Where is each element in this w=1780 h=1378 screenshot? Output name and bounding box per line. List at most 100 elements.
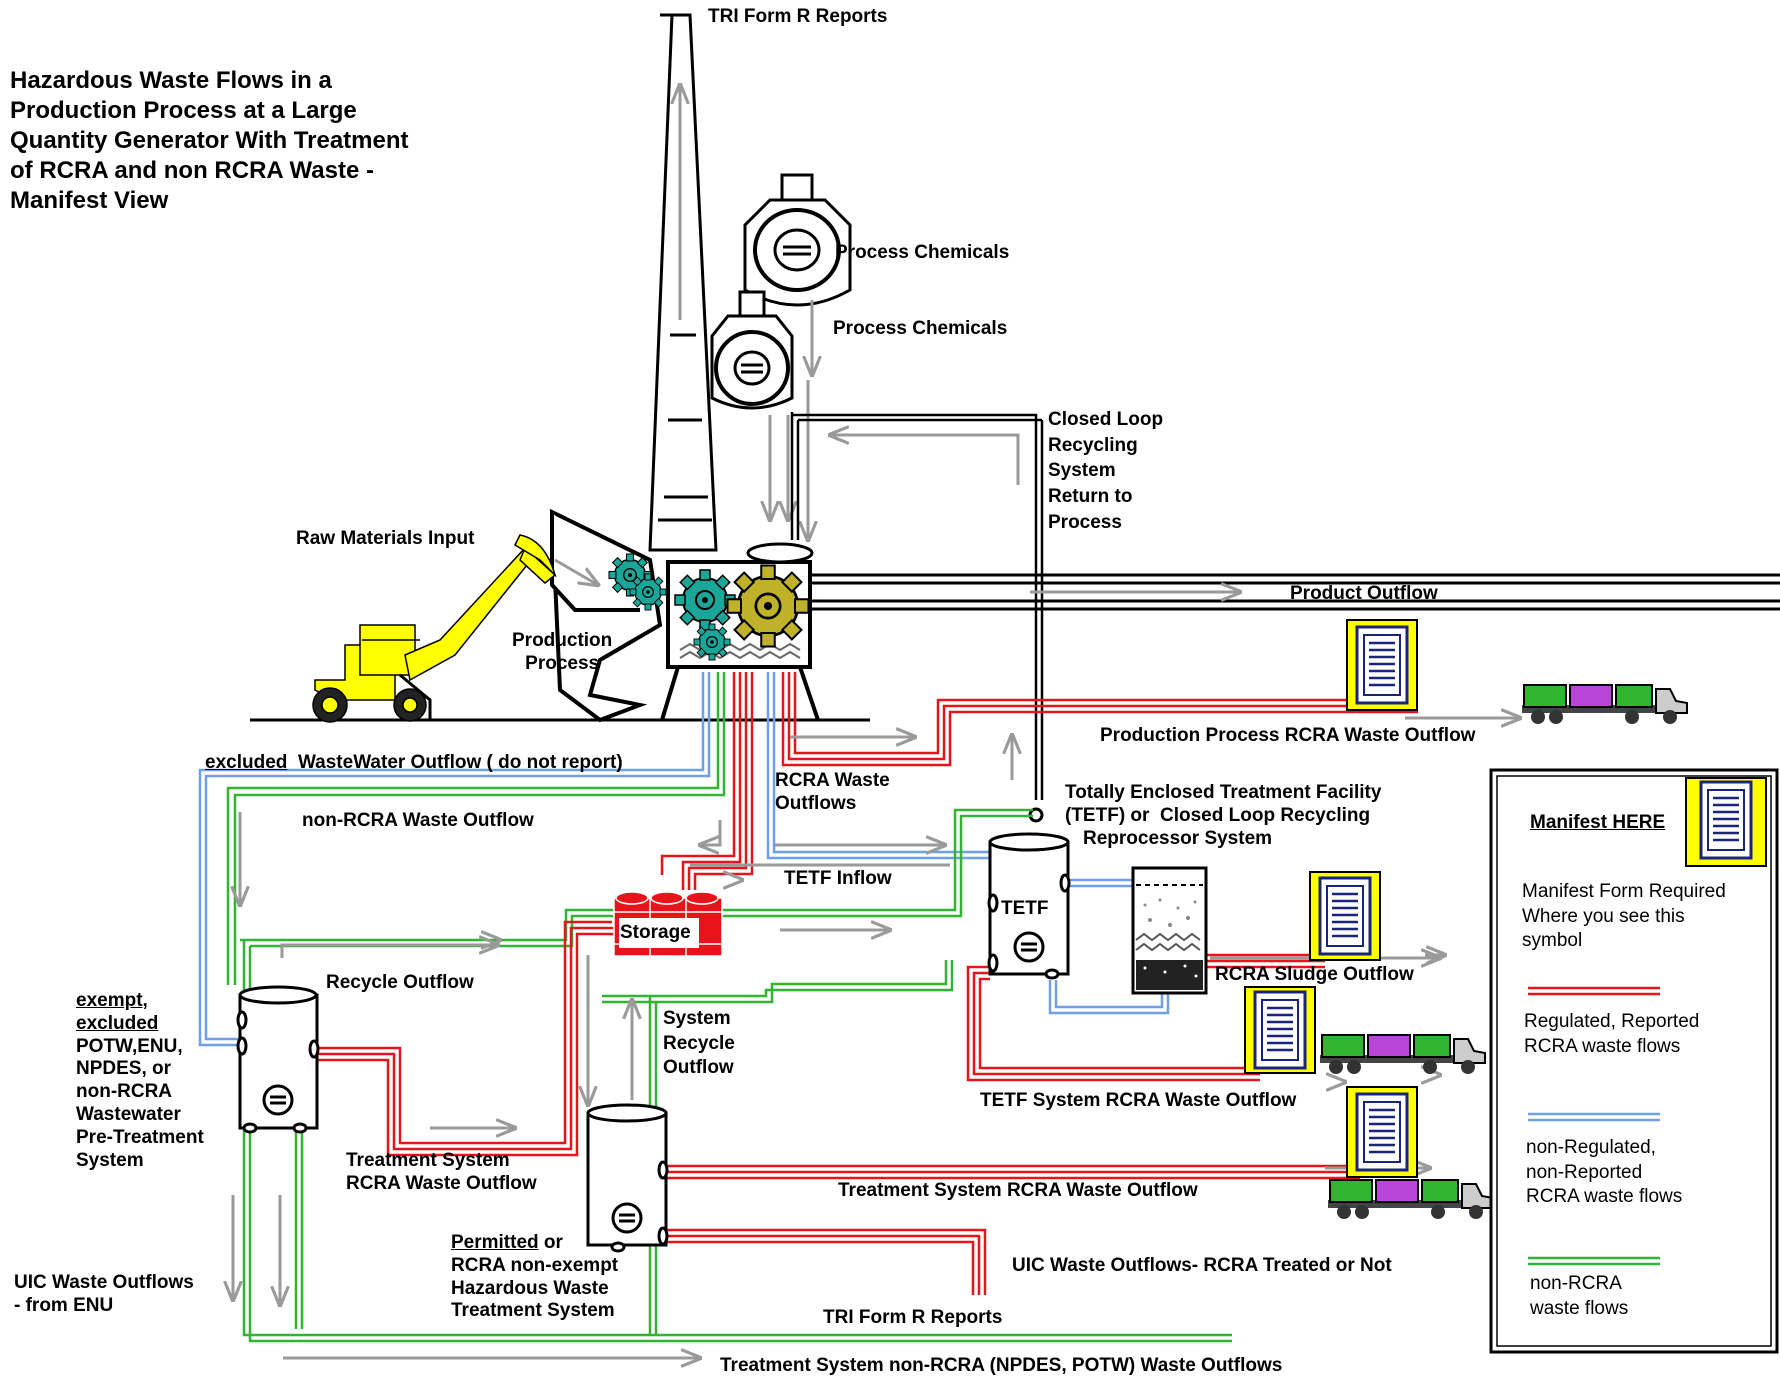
production-process-label: Production Process (512, 630, 612, 676)
waste-truck-production (1521, 684, 1688, 725)
legend-box (1489, 768, 1779, 1354)
exempt-tag: exempt, (76, 990, 148, 1011)
recycle-outflow-label: Recycle Outflow (326, 972, 474, 993)
label-line: Regulated, Reported (1524, 1011, 1700, 1032)
system-recycle-outflow-label: System Recycle Outflow (663, 1007, 735, 1081)
npdes-outflows-label: Treatment System non-RCRA (NPDES, POTW) … (720, 1355, 1283, 1376)
sludge-clarifier (1131, 866, 1208, 995)
excluded-tag: excluded (76, 1012, 159, 1034)
production-machine (608, 542, 820, 721)
tetf-inflow-label: TETF Inflow (784, 868, 892, 889)
label-line: UIC Waste Outflows (14, 1272, 194, 1293)
legend-blue-text: non-Regulated, non-Reported RCRA waste f… (1526, 1136, 1682, 1210)
label-line: POTW,ENU, (76, 1035, 183, 1057)
rcra-waste-outflows-label: RCRA Waste Outflows (775, 770, 890, 816)
tetf-label: TETF (1001, 898, 1049, 919)
page-title: Hazardous Waste Flows in a Production Pr… (10, 66, 409, 216)
product-outflow-pipe (808, 573, 1780, 611)
label-line: System (76, 1149, 144, 1171)
title-line: Manifest View (10, 187, 169, 214)
hw-treatment-label: Permitted or RCRA non-exempt Hazardous W… (451, 1232, 618, 1323)
legend-manifest-note: Manifest Form Required Where you see thi… (1522, 880, 1726, 954)
production-rcra-outflow-label: Production Process RCRA Waste Outflow (1100, 725, 1476, 746)
label-line: System (1048, 460, 1116, 482)
label-line: Treatment System (346, 1150, 510, 1171)
excluded-tag: excluded (205, 752, 288, 773)
permitted-tag: Permitted (451, 1232, 539, 1253)
pretreatment-vessel (236, 985, 320, 1134)
raw-materials-label: Raw Materials Input (296, 528, 475, 549)
rcra-sludge-outflow-label: RCRA Sludge Outflow (1215, 964, 1414, 985)
label-line: Closed Loop (1048, 409, 1164, 430)
tetf-vessel (987, 832, 1071, 980)
pretreatment-label: exempt, excluded POTW,ENU, NPDES, or non… (76, 990, 204, 1172)
label-line: Manifest Form Required (1522, 881, 1726, 902)
label-line: Production (512, 630, 613, 651)
red-flows (312, 672, 1418, 1295)
label-line: System (663, 1008, 731, 1029)
treatment-rcra-outflow-right-label: Treatment System RCRA Waste Outflow (838, 1180, 1198, 1201)
process-chemicals-label-1: Process Chemicals (835, 242, 1010, 263)
tri-report-top-label: TRI Form R Reports (708, 6, 888, 27)
label-line: RCRA Waste Outflow (346, 1172, 537, 1194)
tri-report-bottom-label: TRI Form R Reports (823, 1307, 1003, 1328)
label-line: Recycling (1048, 434, 1138, 456)
title-line: Production Process at a Large (10, 97, 357, 124)
label-line: Wastewater (76, 1103, 181, 1125)
label-line: RCRA waste flows (1524, 1035, 1681, 1057)
title-line: of RCRA and non RCRA Waste - (10, 157, 374, 184)
label-line: RCRA waste flows (1526, 1186, 1683, 1208)
manifest-symbol-sludge (1309, 871, 1381, 961)
non-rcra-outflow-label: non-RCRA Waste Outflow (302, 810, 534, 831)
label-line: (TETF) or (1065, 804, 1150, 826)
label-line: Recycle (663, 1032, 735, 1054)
uic-rcra-label: UIC Waste Outflows- RCRA Treated or Not (1012, 1255, 1392, 1276)
label-line: Closed Loop Recycling (1160, 804, 1371, 826)
waste-truck-tetf (1319, 1034, 1486, 1075)
label-line: Totally Enclosed Treatment Facility (1065, 782, 1382, 803)
label-line: Outflows (775, 792, 857, 814)
tetf-title-label: Totally Enclosed Treatment Facility (TET… (1065, 782, 1381, 850)
wastewater-outflow-text: WasteWater Outflow ( do not report) (297, 752, 623, 773)
manifest-symbol-tetf-system (1244, 986, 1316, 1074)
manifest-symbol-production (1346, 619, 1418, 711)
label-line: non-RCRA (1530, 1273, 1622, 1294)
process-chemicals-label-2: Process Chemicals (833, 318, 1008, 339)
label-line: Pre-Treatment (76, 1126, 204, 1148)
label-line: RCRA non-exempt (451, 1254, 619, 1276)
hw-treatment-vessel (586, 1103, 669, 1253)
label-line: Return to (1048, 485, 1133, 507)
legend-green-text: non-RCRA waste flows (1530, 1272, 1628, 1321)
label-line: Process (525, 652, 600, 674)
smokestack (648, 13, 718, 552)
product-outflow-label: Product Outflow (1290, 583, 1438, 604)
wastewater-outflow-label: excluded WasteWater Outflow ( do not rep… (205, 752, 623, 775)
label-line: or (538, 1232, 563, 1253)
label-line: - from ENU (14, 1294, 114, 1316)
label-line: symbol (1522, 930, 1583, 952)
label-line: Reprocessor System (1083, 827, 1273, 849)
treatment-rcra-outflow-left-label: Treatment System RCRA Waste Outflow (346, 1150, 537, 1196)
waste-truck-treatment (1327, 1179, 1494, 1220)
label-line: non-Regulated, (1526, 1137, 1656, 1158)
manifest-symbol-treatment (1346, 1086, 1418, 1178)
label-line: Treatment System (451, 1300, 615, 1322)
legend-red-text: Regulated, Reported RCRA waste flows (1524, 1010, 1699, 1059)
label-line: non-Reported (1526, 1161, 1643, 1183)
label-line: Where you see this (1522, 905, 1685, 927)
chemical-tank-lower (710, 290, 794, 410)
label-line: non-RCRA (76, 1081, 173, 1103)
label-line: Hazardous Waste (451, 1277, 609, 1299)
uic-enu-label: UIC Waste Outflows - from ENU (14, 1272, 194, 1318)
tetf-system-rcra-outflow-label: TETF System RCRA Waste Outflow (980, 1090, 1297, 1111)
label-line: Outflow (663, 1057, 734, 1079)
blue-flows (198, 672, 1170, 1047)
closed-loop-pipe (790, 412, 1044, 800)
title-line: Quantity Generator With Treatment (10, 127, 409, 154)
chemical-tank-upper (743, 173, 852, 307)
excavator (312, 534, 557, 723)
closed-loop-return-label: Closed Loop Recycling System Return to P… (1048, 407, 1163, 535)
label-line: Process (1048, 511, 1122, 533)
